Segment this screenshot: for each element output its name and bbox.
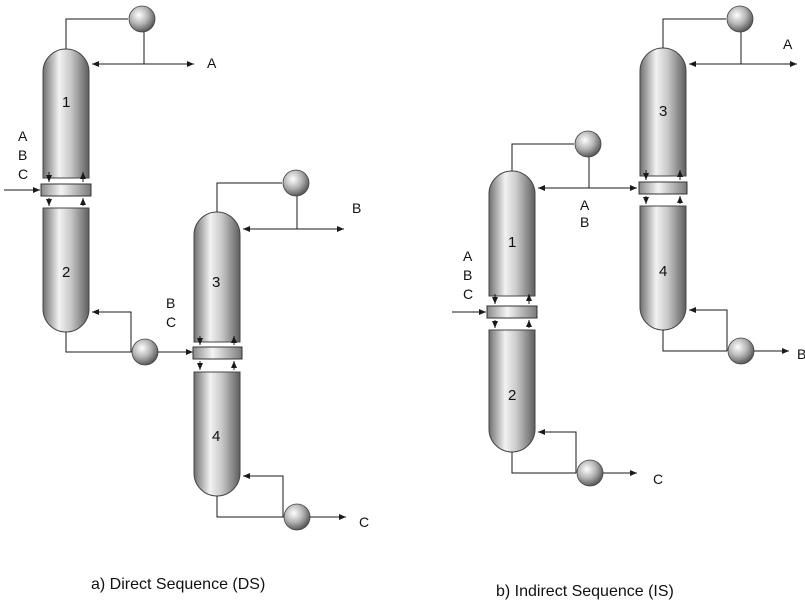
is-feed-label-b: B — [463, 267, 472, 283]
ds-column-1 — [42, 48, 90, 179]
ds-column-4 — [193, 371, 241, 497]
ds-column-2 — [42, 207, 90, 333]
is-condenser-2 — [726, 5, 754, 33]
is-condenser-1 — [574, 130, 602, 158]
is-column-1 — [488, 170, 536, 297]
ds-caption: a) Direct Sequence (DS) — [91, 576, 265, 593]
is-column-3-label: 3 — [659, 103, 667, 120]
ds-column-2-label: 2 — [62, 264, 70, 281]
indirect-sequence: A B C A B C A — [452, 5, 805, 600]
is-intermediate-a: A — [580, 197, 590, 213]
is-column-1-label: 1 — [508, 234, 516, 251]
ds-product-b: B — [352, 200, 361, 216]
ds-feed-label-c: C — [18, 166, 28, 182]
ds-reboiler-1 — [131, 338, 159, 366]
is-product-b: B — [797, 346, 805, 362]
is-product-a: A — [783, 36, 793, 52]
ds-feed-tray-2 — [192, 346, 243, 360]
is-feed-tray — [486, 305, 538, 319]
ds-product-c: C — [359, 514, 369, 530]
ds-intermediate-c: C — [166, 314, 176, 330]
is-column-2 — [488, 329, 536, 453]
ds-feed-tray — [40, 183, 92, 197]
is-feed-tray-2 — [638, 181, 688, 195]
ds-product-a: A — [207, 55, 217, 71]
is-feed-label-c: C — [463, 286, 473, 302]
is-column-4 — [639, 205, 687, 331]
ds-column-3-label: 3 — [212, 274, 220, 291]
is-feed-label-a: A — [463, 248, 473, 264]
ds-feed-label-a: A — [18, 128, 28, 144]
ds-condenser-2 — [282, 169, 310, 197]
is-reboiler-2 — [727, 337, 755, 365]
ds-column-4-label: 4 — [212, 428, 220, 445]
is-column-2-label: 2 — [508, 387, 516, 404]
is-column-4-label: 4 — [659, 263, 667, 280]
is-reboiler-1 — [576, 459, 604, 487]
ds-column-3 — [193, 211, 241, 343]
ds-condenser-1 — [128, 5, 156, 33]
is-product-c: C — [653, 471, 663, 487]
ds-reboiler-2 — [283, 503, 311, 531]
ds-intermediate-b: B — [166, 295, 175, 311]
direct-sequence: A B C A B C B — [4, 5, 369, 593]
is-column-3 — [639, 47, 687, 177]
is-intermediate-b: B — [580, 214, 589, 230]
ds-feed-label-b: B — [18, 147, 27, 163]
ds-column-1-label: 1 — [62, 94, 70, 111]
is-caption: b) Indirect Sequence (IS) — [496, 583, 674, 600]
